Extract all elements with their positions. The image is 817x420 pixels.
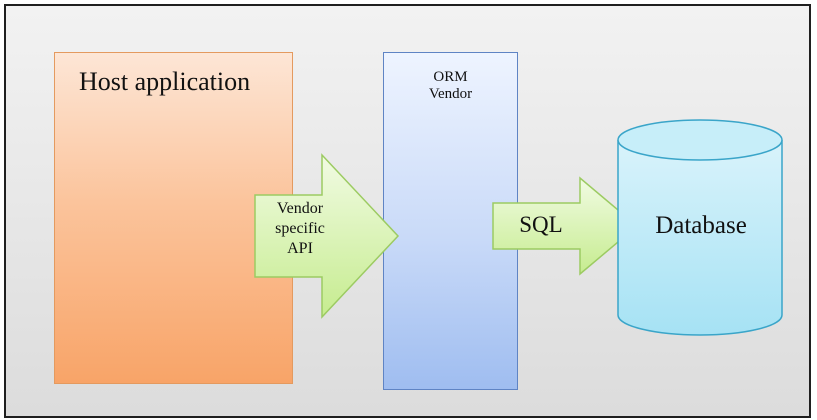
database-cylinder (617, 119, 783, 336)
orm-label-line2: Vendor (428, 86, 473, 102)
sql-arrow (492, 176, 639, 276)
orm-vendor-label: ORM Vendor (384, 69, 517, 103)
orm-label-line1: ORM (433, 69, 468, 85)
sql-label: SQL (519, 212, 563, 237)
host-application-label: Host application (79, 67, 251, 96)
vendor-api-arrow (254, 153, 400, 319)
api-label-line3: API (287, 240, 313, 257)
api-label-line2: specific (275, 220, 325, 237)
vendor-api-label: Vendor specific API (256, 199, 344, 259)
api-label-line1: Vendor (276, 200, 324, 217)
database-label: Database (655, 212, 747, 239)
host-application-box: Host application (54, 52, 293, 384)
